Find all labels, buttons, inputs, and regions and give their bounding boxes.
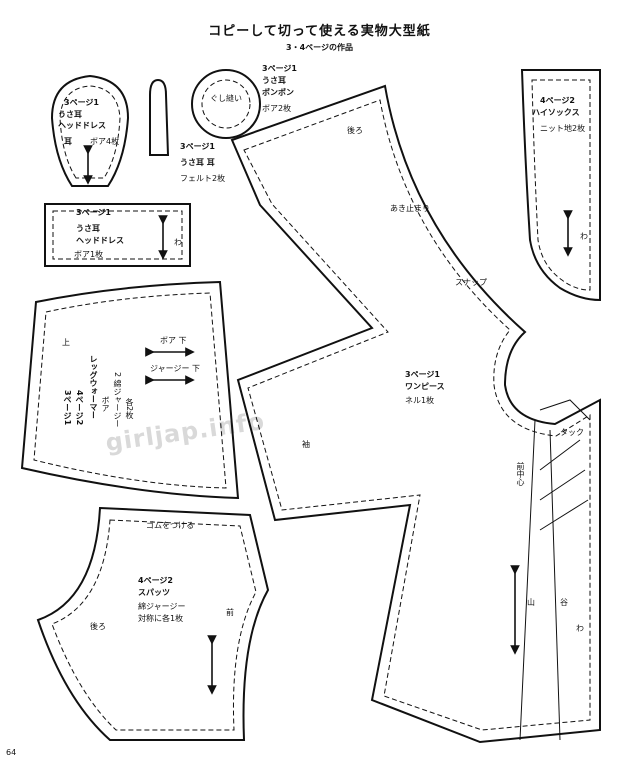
ear-hood-part: 耳 (64, 137, 72, 146)
pompom-piece (191, 69, 261, 139)
pompom-material: ボア2枚 (262, 104, 292, 113)
legwarmer-count: 各2枚 (125, 398, 134, 420)
legwarmer-mat1: ボア (101, 396, 110, 412)
spats-piece (36, 506, 270, 741)
dress-opening: あき止まり (390, 204, 430, 213)
spats-back: 後ろ (90, 622, 106, 631)
pompom-name1: うさ耳 (262, 76, 286, 85)
dress-piece (230, 84, 601, 744)
dress-snap: スナップ (455, 278, 487, 287)
spats-elastic: ゴムをつける (146, 521, 194, 530)
legwarmer-ref2: 4ページ2 (75, 390, 84, 426)
socks-name: ハイソックス (532, 108, 580, 117)
legwarmer-name: レッグウォーマー (89, 355, 98, 419)
band-name1: うさ耳 (76, 224, 100, 233)
pompom-inner: ぐし縫い (210, 94, 242, 103)
dress-tuck: タック (560, 428, 584, 437)
socks-material: ニット地2枚 (540, 124, 586, 133)
band-ref: 3ページ1 (76, 208, 111, 217)
dress-fold: わ (576, 624, 584, 633)
pompom-ref: 3ページ1 (262, 64, 297, 73)
ear-hood-piece (50, 74, 130, 187)
pompom-name2: ポンポン (262, 88, 294, 97)
socks-piece (520, 69, 601, 302)
legwarmer-side1: ボア 下 (160, 336, 187, 345)
legwarmer-mat2: 2 綿ジャージー (113, 372, 122, 428)
legwarmer-side2: ジャージー 下 (150, 364, 200, 373)
dress-valley: 谷 (560, 598, 568, 607)
band-name2: ヘッドドレス (76, 236, 124, 245)
dress-back: 後ろ (347, 126, 363, 135)
ear-hood-material: ボア4枚 (90, 137, 120, 146)
spats-name: スパッツ (138, 588, 170, 597)
legwarmer-piece (20, 280, 240, 500)
ear-felt-material: フェルト2枚 (180, 174, 226, 183)
legwarmer-top-mark: 上 (62, 338, 70, 347)
dress-material: ネル1枚 (405, 396, 435, 405)
band-piece (44, 203, 191, 267)
socks-fold: わ (580, 232, 588, 241)
spats-front: 前 (226, 608, 234, 617)
spats-material: 綿ジャージー (138, 602, 186, 611)
dress-sleeve: 袖 (302, 440, 310, 449)
band-material: ボア1枚 (74, 250, 104, 259)
ear-hood-ref: 3ページ1 (64, 98, 99, 107)
spats-ref: 4ページ2 (138, 576, 173, 585)
band-fold: わ (174, 238, 182, 247)
spats-count: 対称に各1枚 (138, 614, 184, 623)
dress-name: ワンピース (405, 382, 445, 391)
dress-center-front: 前中心 (516, 462, 525, 486)
legwarmer-ref1: 3ページ1 (63, 390, 72, 426)
ear-felt-ref: 3ページ1 (180, 142, 215, 151)
page-title: コピーして切って使える実物大型紙 (208, 24, 431, 39)
page-number: 64 (6, 748, 17, 757)
ear-felt-name: うさ耳 耳 (180, 158, 215, 167)
ear-felt-piece (149, 78, 170, 156)
dress-ref: 3ページ1 (405, 370, 440, 379)
ear-hood-name2: ヘッドドレス (58, 121, 106, 130)
ear-hood-name1: うさ耳 (58, 110, 82, 119)
dress-mountain: 山 (527, 598, 535, 607)
socks-ref: 4ページ2 (540, 96, 575, 105)
page-subtitle: 3・4ページの作品 (286, 43, 353, 52)
